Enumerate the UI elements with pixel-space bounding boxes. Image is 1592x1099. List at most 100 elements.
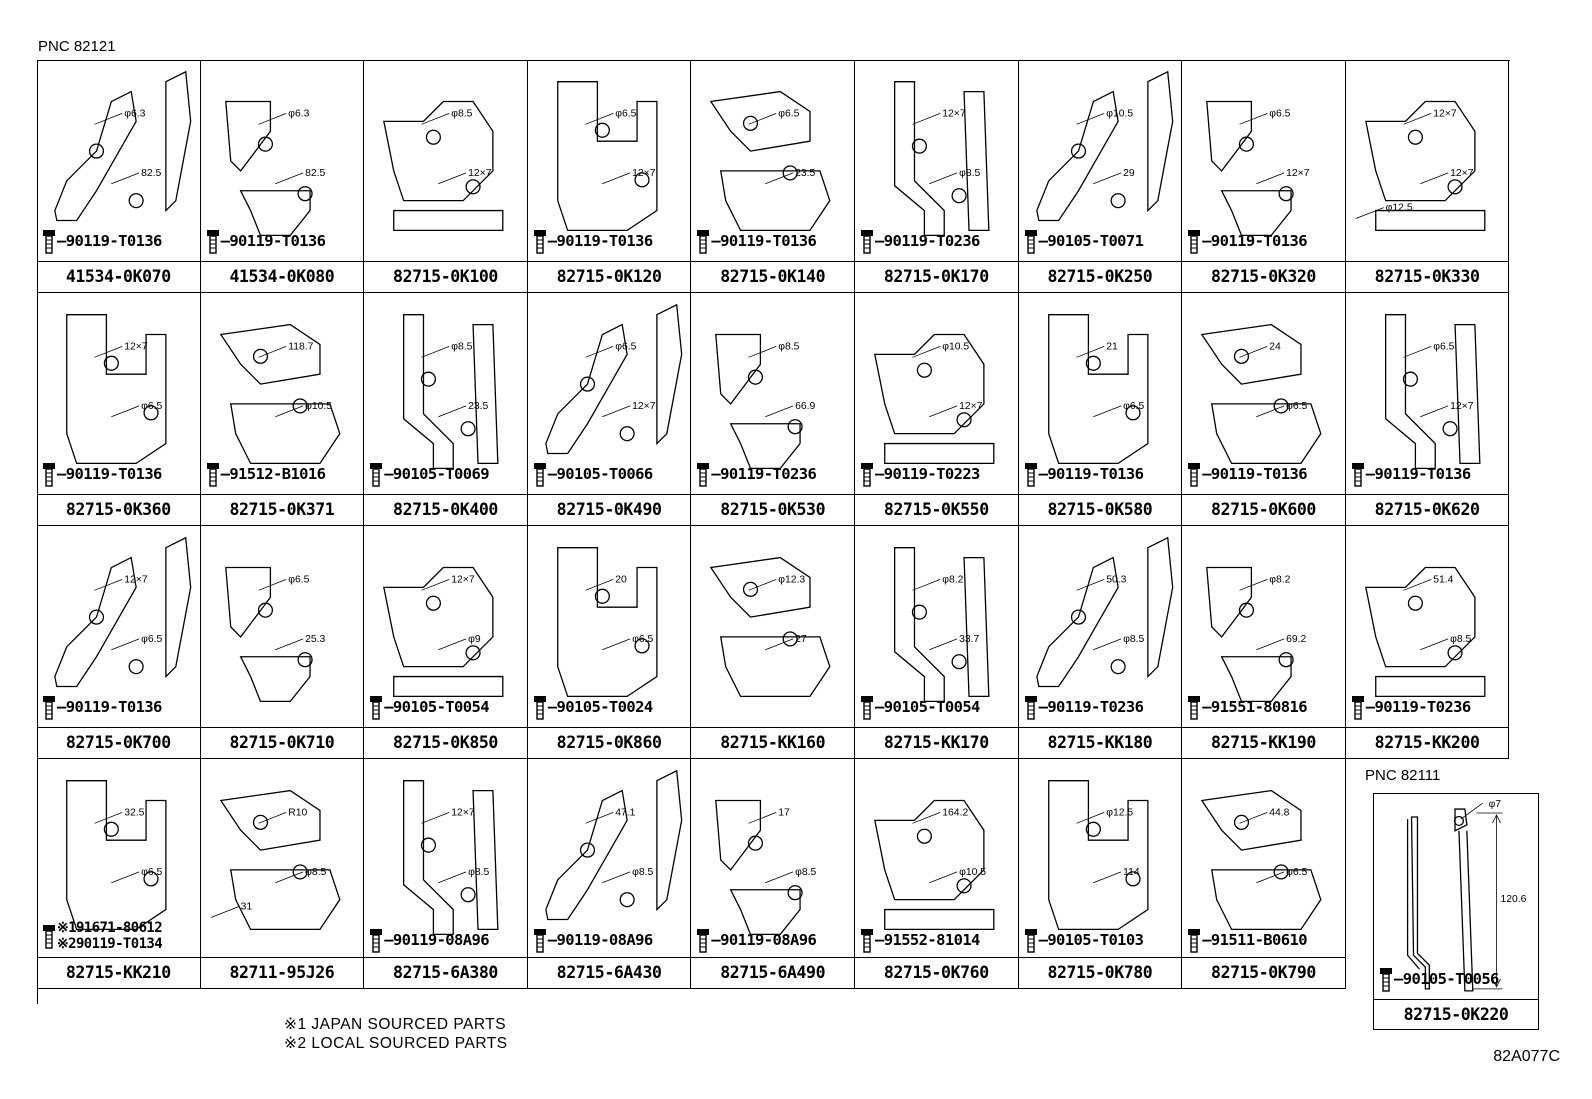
bolt-icon bbox=[697, 230, 710, 254]
bolt-part-number: —90119-T0136 bbox=[1038, 465, 1144, 483]
mounting-hole bbox=[1070, 143, 1086, 159]
part-number: 82715-0K250 bbox=[1018, 261, 1182, 292]
bracket-outline bbox=[66, 780, 167, 931]
bolt-icon bbox=[370, 929, 383, 953]
dim-label: φ9 bbox=[468, 634, 481, 645]
dim-label: φ6.5 bbox=[288, 574, 309, 585]
bracket-drawing: φ6.512×7 bbox=[556, 81, 658, 232]
bracket-outline bbox=[1384, 314, 1481, 470]
bracket-drawing: φ6.3 82.5 bbox=[224, 100, 325, 237]
bolt-icon bbox=[533, 230, 546, 254]
leader-line bbox=[912, 579, 941, 591]
dim-label: 23.5 bbox=[468, 401, 488, 412]
part-number: 82715-0K360 bbox=[37, 494, 200, 525]
bolt-callout: —90105-T0103 bbox=[1023, 925, 1144, 955]
dim-label: φ10.5 bbox=[1106, 108, 1133, 119]
mounting-hole bbox=[128, 659, 144, 675]
leader-line bbox=[1075, 812, 1105, 824]
mounting-hole bbox=[916, 828, 932, 844]
leader-line bbox=[1420, 405, 1449, 418]
leader-line bbox=[1239, 812, 1268, 824]
bracket-outline bbox=[383, 100, 504, 232]
leader-line bbox=[765, 871, 794, 884]
bolt-icon bbox=[1188, 463, 1201, 487]
leader-line bbox=[929, 172, 958, 185]
bolt-callout: —90119-T0136 bbox=[532, 226, 653, 256]
bracket-outline bbox=[1206, 100, 1292, 237]
mounting-hole bbox=[421, 371, 437, 387]
bracket-drawing: φ8.523.5 bbox=[403, 314, 499, 470]
bolt-part-number: —91552-81014 bbox=[875, 931, 980, 949]
bracket-drawing: φ6.512×7 bbox=[544, 303, 683, 455]
leader-line bbox=[929, 405, 958, 418]
bracket-outline bbox=[403, 314, 499, 470]
part-drawing: 164.2 φ10.5 bbox=[855, 759, 1018, 961]
mounting-hole bbox=[1278, 186, 1294, 202]
bracket-outline bbox=[715, 333, 802, 470]
bracket-drawing: φ12.327 bbox=[710, 556, 831, 698]
dim-label: φ6.5 bbox=[141, 401, 162, 412]
bolt-part-number: —90119-T0223 bbox=[875, 465, 980, 483]
dim-label: 164.2 bbox=[942, 807, 968, 818]
bolt-part-number: ※191671-80612※290119-T0134 bbox=[57, 920, 163, 952]
mounting-hole bbox=[297, 652, 313, 668]
bolt-callout: ※191671-80612※290119-T0134 bbox=[41, 920, 163, 952]
mounting-hole bbox=[297, 186, 313, 202]
leader-line bbox=[748, 346, 777, 358]
bolt-callout: —90105-T0071 bbox=[1023, 226, 1144, 256]
leader-line bbox=[602, 405, 631, 418]
bolt-callout: —91552-81014 bbox=[859, 925, 980, 955]
dim-label: 47.1 bbox=[615, 807, 635, 818]
bolt-callout: —90119-T0136 bbox=[205, 226, 326, 256]
bolt-part-number: —90119-08A96 bbox=[711, 931, 817, 949]
bolt-callout: —90119-T0236 bbox=[859, 226, 980, 256]
bolt-icon bbox=[861, 696, 873, 720]
dim-label: φ6.5 bbox=[1433, 341, 1454, 352]
part-number: 82715-KK170 bbox=[855, 727, 1018, 758]
dim-label: 20 bbox=[615, 574, 627, 585]
leader-line bbox=[602, 638, 631, 651]
dim-label: 82.5 bbox=[305, 168, 325, 179]
bolt-part-number: —90119-T0136 bbox=[57, 465, 162, 483]
dim-label: 12×7 bbox=[468, 168, 492, 179]
part-number: 82715-0K371 bbox=[200, 494, 364, 525]
dim-label: φ10.5 bbox=[959, 867, 986, 878]
leader-line bbox=[602, 871, 631, 884]
leader-line bbox=[929, 871, 958, 884]
bolt-icon bbox=[43, 230, 55, 254]
part-number: 41534-0K070 bbox=[37, 261, 200, 292]
dim-label: 114 bbox=[1123, 867, 1140, 878]
mounting-hole bbox=[426, 595, 442, 611]
mounting-hole bbox=[748, 369, 764, 385]
bolt-callout: —90119-T0236 bbox=[1350, 692, 1471, 722]
pnc-secondary-label: PNC 82111 bbox=[1365, 767, 1441, 784]
bolt-part-number: —91512-B1016 bbox=[220, 465, 326, 483]
leader-line bbox=[585, 812, 614, 824]
leader-line bbox=[602, 172, 631, 185]
bracket-drawing: 12×7φ6.5 bbox=[66, 314, 167, 465]
bracket-drawing: 44.8φ6.5 bbox=[1200, 789, 1322, 931]
dim-label: φ6.3 bbox=[288, 108, 309, 119]
mounting-hole bbox=[787, 885, 804, 901]
dim-label: 82.5 bbox=[141, 168, 161, 179]
dim-label: 12×7 bbox=[451, 807, 475, 818]
pnc-main-label: PNC 82121 bbox=[38, 38, 116, 55]
bolt-icon bbox=[1188, 929, 1201, 953]
bolt-number-text: 90105-T0056 bbox=[1402, 970, 1500, 988]
mounting-hole bbox=[88, 143, 105, 159]
